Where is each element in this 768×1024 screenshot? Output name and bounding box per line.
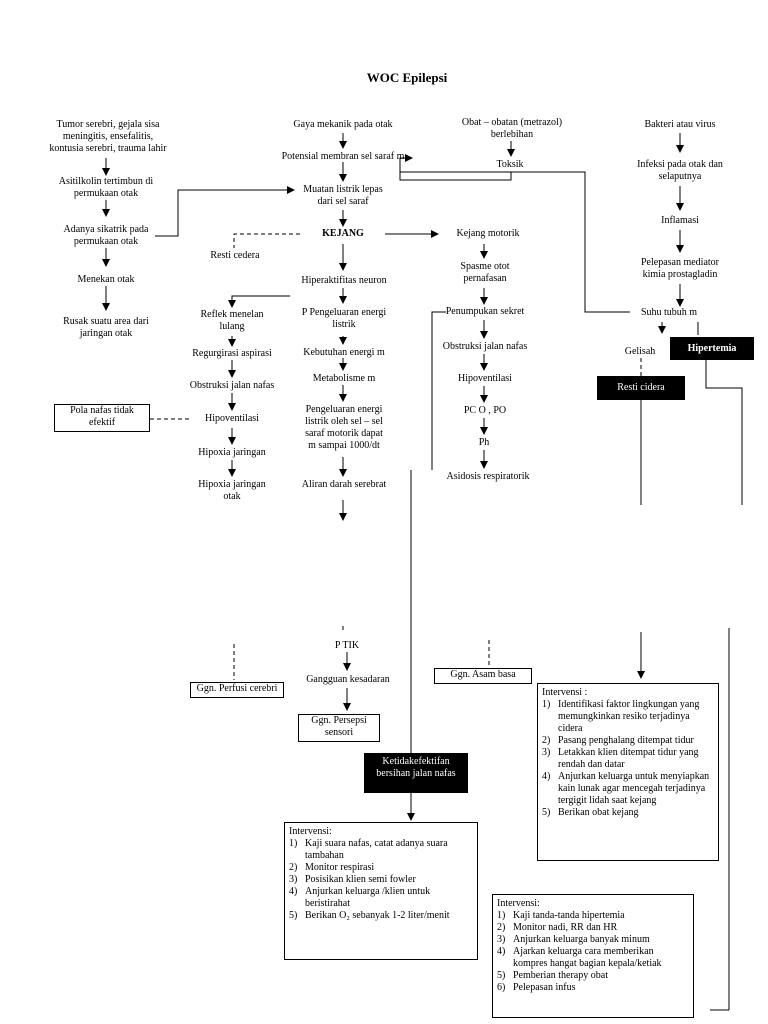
- list-item: 2)Monitor respirasi: [289, 862, 375, 873]
- diagnosis-ketidakefektifan-jalan-nafas: Ketidakefektifan bersihan jalan nafas: [364, 753, 468, 793]
- diagnosis-hipertermia: Hipertemia: [670, 337, 754, 360]
- node-aliran-darah: Aliran darah serebrat: [301, 479, 387, 490]
- node-kejang-motorik: Kejang motorik: [456, 228, 520, 239]
- node-inflamasi: Inflamasi: [661, 215, 699, 226]
- intervensi-list: 1)Kaji tanda-tanda hipertemia 2)Monitor …: [497, 910, 689, 994]
- node-pco2-po2: PC O , PO: [463, 405, 507, 416]
- list-item: 4)Anjurkan keluarga /klien untuk beristi…: [289, 886, 431, 909]
- list-item: 2)Pasang penghalang ditempat tidur: [542, 735, 694, 746]
- node-bakteri-virus: Bakteri atau virus: [644, 119, 716, 130]
- intervensi-heading: Intervensi:: [289, 826, 332, 837]
- node-hipoxia-otak: Hipoxia jaringan otak: [198, 479, 266, 502]
- node-penumpukan-sekret: Penumpukan sekret: [445, 306, 525, 317]
- node-infeksi-otak: Infeksi pada otak dan selaputnya: [637, 159, 723, 182]
- node-reflek-menelan: Reflek menelan lulang: [200, 309, 264, 332]
- intervensi-hipertermia: Intervensi: 1)Kaji tanda-tanda hipertemi…: [492, 894, 694, 1018]
- diagnosis-pola-nafas: Pola nafas tidak efektif: [54, 404, 150, 432]
- node-hipoventilasi-a: Hipoventilasi: [205, 413, 259, 424]
- list-item: 1)Identifikasi faktor lingkungan yang me…: [542, 699, 700, 734]
- diagnosis-asam-basa: Ggn. Asam basa: [434, 668, 532, 684]
- intervensi-list: 1)Kaji suara nafas, catat adanya suara t…: [289, 838, 473, 922]
- list-item: 1)Kaji tanda-tanda hipertemia: [497, 910, 625, 921]
- diagnosis-persepsi-sensori: Ggn. Persepsi sensori: [298, 714, 380, 742]
- list-item: 2)Monitor nadi, RR dan HR: [497, 922, 618, 933]
- diagnosis-resti-cidera: Resti cidera: [597, 376, 685, 400]
- list-item: 6)Pelepasan infus: [497, 982, 576, 993]
- node-gaya-mekanik: Gaya mekanik pada otak: [293, 119, 393, 130]
- list-item: 4)Ajarkan keluarga cara memberikan kompr…: [497, 946, 662, 969]
- node-suhu-tubuh: Suhu tubuh m: [640, 307, 698, 318]
- list-item: 3)Letakkan klien ditempat tidur yang ren…: [542, 747, 699, 770]
- intervensi-list: 1)Identifikasi faktor lingkungan yang me…: [542, 699, 714, 819]
- list-item: 3)Anjurkan keluarga banyak minum: [497, 934, 650, 945]
- node-hipoventilasi-c: Hipoventilasi: [458, 373, 512, 384]
- node-menekan-otak: Menekan otak: [77, 274, 135, 285]
- list-item: 5)Berikan obat kejang: [542, 807, 639, 818]
- node-obat-obatan: Obat – obatan (metrazol) berlebihan: [461, 117, 563, 140]
- list-item: 4)Anjurkan keluarga untuk menyiapkan kai…: [542, 771, 710, 806]
- node-kejang: KEJANG: [322, 228, 364, 239]
- intervensi-jalan-nafas: Intervensi: 1)Kaji suara nafas, catat ad…: [284, 822, 478, 960]
- node-metabolisme: Metabolisme m: [312, 373, 376, 384]
- node-ph: Ph: [478, 437, 490, 448]
- node-muatan-listrik: Muatan listrik lepas dari sel saraf: [303, 184, 383, 207]
- node-asitilkolin: Asitilkolin tertimbun di permukaan otak: [58, 176, 154, 199]
- node-resti-cedera: Resti cedera: [210, 250, 260, 261]
- node-kebutuhan-energi: Kebutuhan energi m: [303, 347, 385, 358]
- node-hipoxia-jaringan: Hipoxia jaringan: [198, 447, 266, 458]
- node-asidosis: Asidosis respiratorik: [446, 471, 530, 482]
- list-item: 5)Berikan O₂ sebanyak 1-2 liter/menit: [289, 910, 450, 921]
- node-ptik: P TIK: [334, 640, 360, 651]
- node-etiologi: Tumor serebri, gejala sisa meningitis, e…: [49, 119, 167, 154]
- list-item: 5)Pemberian therapy obat: [497, 970, 608, 981]
- intervensi-resti-cidera: Intervensi : 1)Identifikasi faktor lingk…: [537, 683, 719, 861]
- node-obstruksi-c: Obstruksi jalan nafas: [442, 341, 528, 352]
- node-toksik: Toksik: [496, 159, 524, 170]
- node-gelisah: Gelisah: [624, 346, 656, 357]
- list-item: 3)Posisikan klien semi fowler: [289, 874, 416, 885]
- node-sikatrik: Adanya sikatrik pada permukaan otak: [63, 224, 149, 247]
- intervensi-heading: Intervensi :: [542, 687, 588, 698]
- node-pengeluaran-energi: P Pengeluaran energi listrik: [301, 307, 387, 330]
- node-obstruksi-a: Obstruksi jalan nafas: [189, 380, 275, 391]
- diagnosis-perfusi-cerebri: Ggn. Perfusi cerebri: [190, 682, 284, 698]
- node-gangguan-kesadaran: Gangguan kesadaran: [306, 674, 390, 685]
- diagram-title: WOC Epilepsi: [366, 70, 448, 85]
- node-potensial-membran: Potensial membran sel saraf m: [281, 151, 405, 162]
- intervensi-heading: Intervensi:: [497, 898, 540, 909]
- node-hiperaktifitas: Hiperaktifitas neuron: [301, 275, 387, 286]
- node-regurgirasi: Regurgirasi aspirasi: [192, 348, 272, 359]
- node-rusak-area: Rusak suatu area dari jaringan otak: [63, 316, 149, 339]
- node-spasme-otot: Spasme otot pernafasan: [460, 261, 510, 284]
- node-pelepasan-mediator: Pelepasan mediator kimia prostagladin: [640, 257, 720, 280]
- node-pengeluaran-motorik: Pengeluaran energi listrik oleh sel – se…: [305, 404, 383, 451]
- list-item: 1)Kaji suara nafas, catat adanya suara t…: [289, 838, 448, 861]
